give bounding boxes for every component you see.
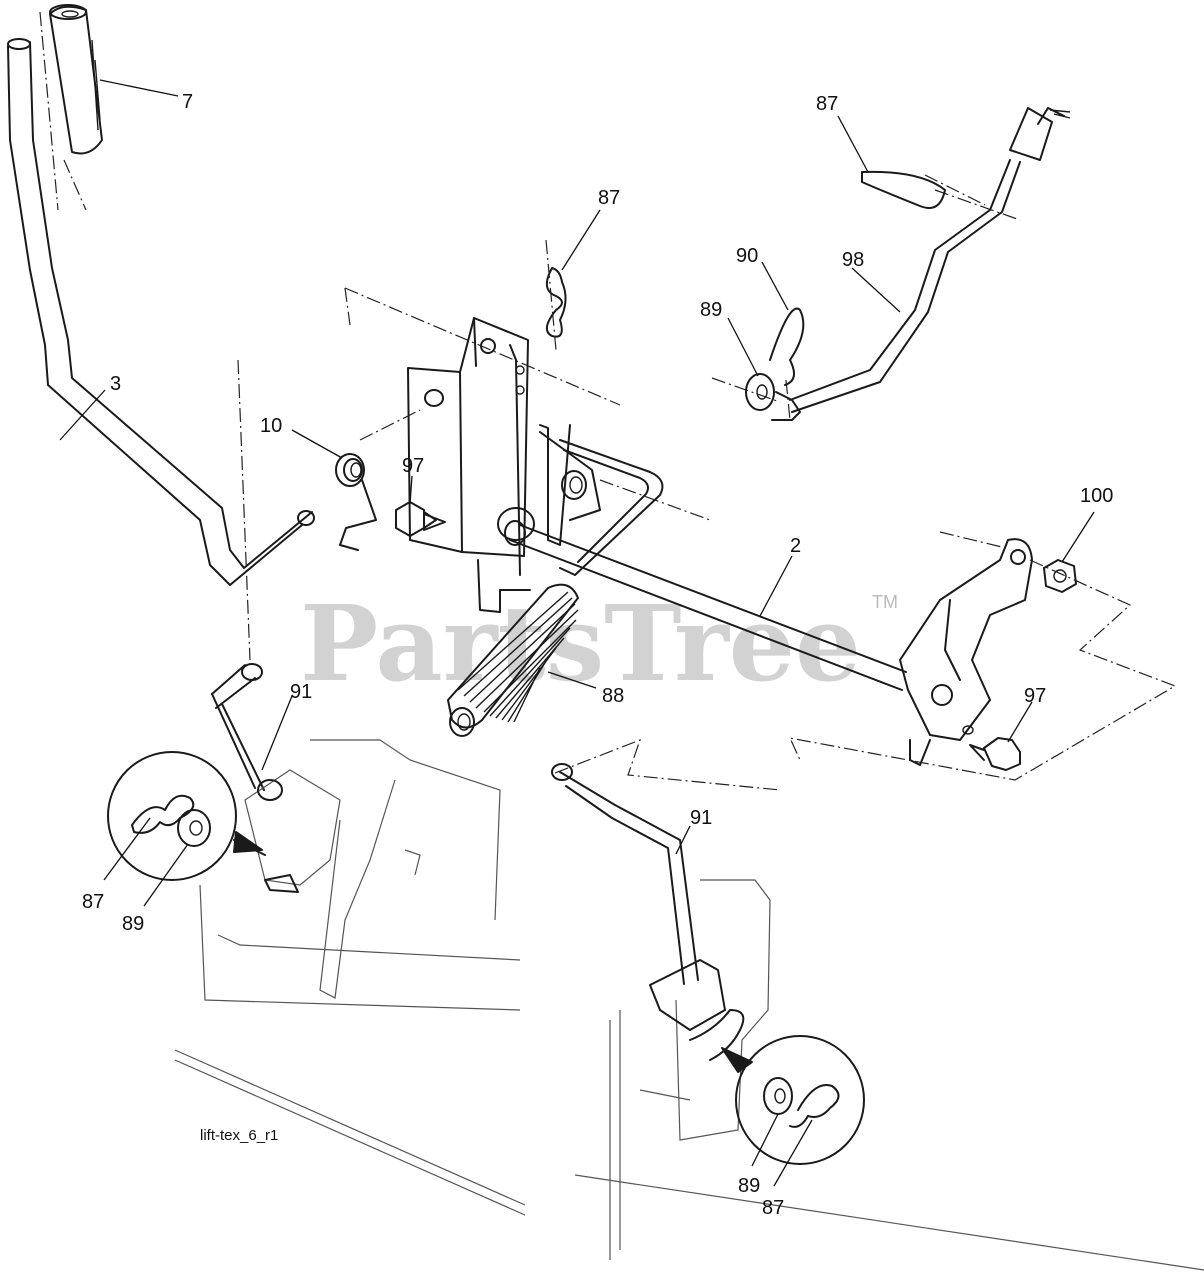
bolt-part-97-left — [395, 501, 446, 537]
callout-100: 100 — [1080, 485, 1113, 507]
hairpin-clip-part-87-center — [545, 267, 567, 338]
grip-part-7 — [39, 4, 103, 211]
callout-87-detail-right: 87 — [762, 1197, 784, 1219]
clip-87-axis — [545, 239, 557, 351]
detail-circle-right — [721, 1035, 865, 1165]
washer-part-89-top — [711, 373, 781, 411]
callout-87-center: 87 — [598, 187, 620, 209]
callout-89-detail-right: 89 — [738, 1175, 760, 1197]
watermark: PartsTree — [300, 582, 861, 705]
mounting-bracket — [344, 287, 621, 613]
callout-87-top-right: 87 — [816, 93, 838, 115]
spring-hook-loop — [559, 439, 664, 576]
lift-lever-part-3 — [7, 38, 315, 586]
detail-circle-left — [107, 751, 266, 881]
watermark-tm: TM — [872, 592, 898, 612]
hairpin-clip-part-87-right — [861, 170, 946, 209]
callout-91-left: 91 — [290, 681, 312, 703]
callout-2: 2 — [790, 535, 801, 557]
clip-87-right-axis — [924, 174, 986, 206]
deck-bracket-right — [574, 879, 1204, 1271]
deck-bracket-left — [174, 739, 526, 1216]
torsion-spring-part-10 — [335, 453, 377, 551]
callout-87-detail-left: 87 — [82, 891, 104, 913]
link-rod-part-98 — [771, 107, 1071, 421]
figure-code: lift-tex_6_r1 — [200, 1127, 278, 1144]
lift-link-part-91-left — [211, 359, 265, 791]
hairpin-clip-part-90 — [769, 307, 805, 421]
extension-spring-part-88 — [447, 583, 579, 737]
callout-88: 88 — [602, 685, 624, 707]
callout-97-left: 97 — [402, 455, 424, 477]
lift-link-part-91-right — [551, 738, 781, 985]
callout-97-right: 97 — [1024, 685, 1046, 707]
spring-hook-loop-inner — [563, 449, 649, 563]
callout-90: 90 — [736, 245, 758, 267]
nut-part-100 — [1043, 559, 1077, 593]
callout-3: 3 — [110, 373, 121, 395]
callout-98: 98 — [842, 249, 864, 271]
callout-89-detail-left: 89 — [122, 913, 144, 935]
callouts: 7 3 10 97 87 87 90 89 98 2 100 88 97 91 … — [82, 91, 1113, 1219]
lift-shaft-part-2 — [497, 479, 907, 691]
callout-91-right: 91 — [690, 807, 712, 829]
callout-7: 7 — [182, 91, 193, 113]
bolt-part-97-right — [969, 737, 1021, 771]
callout-89-top: 89 — [700, 299, 722, 321]
leader-lines — [59, 79, 1095, 1187]
lift-arm-bracket-right — [788, 531, 1177, 781]
callout-10: 10 — [260, 415, 282, 437]
